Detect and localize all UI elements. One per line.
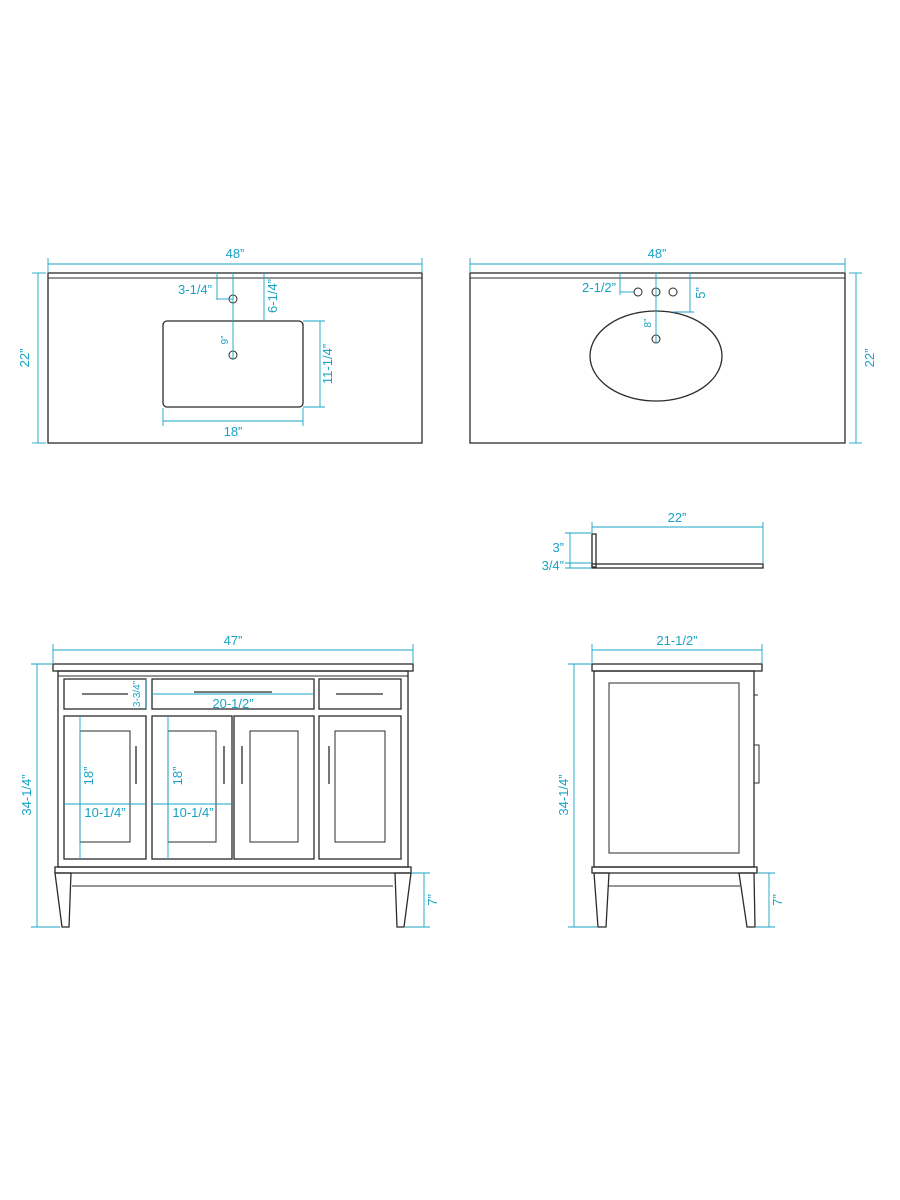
shelf-width-left-label: 10-1/4” [84, 805, 125, 820]
faucet-spacing-label: 2-1/2” [582, 280, 616, 295]
door-1-panel [79, 730, 131, 843]
side-panel [608, 682, 740, 854]
backsplash-profile: 22” 3” 3/4” [542, 510, 764, 573]
bowl-width-label: 18” [224, 424, 243, 439]
dim-faucet-setback: 5” [673, 272, 708, 313]
dim-height: 3” 3/4” [542, 532, 591, 573]
leg-front [738, 872, 756, 928]
dim-bowl-width: 18” [162, 408, 304, 439]
countertop-outline [47, 272, 423, 444]
base-plinth [591, 866, 758, 874]
depth-label: 22” [17, 349, 32, 368]
dim-bowl-depth: 11-1/4” [303, 320, 335, 408]
dim-shelf-width-center: 10-1/4” [152, 803, 232, 820]
center-drawer-width-label: 20-1/2” [212, 696, 253, 711]
door-2-panel [167, 730, 217, 843]
shelf-width-center-label: 10-1/4” [172, 805, 213, 820]
dim-door-height-left: 18” [79, 716, 96, 859]
dim-leg-height: 7” [405, 872, 440, 928]
door-handle-side [753, 744, 760, 784]
leg-height-label: 7” [425, 894, 440, 906]
dim-width: 48” [469, 246, 846, 272]
faucet-setback-label: 5” [693, 287, 708, 299]
backsplash-body [591, 533, 597, 568]
cabinet-body [593, 670, 755, 868]
front-view: 47” 34-1/4” 3-3/4” 20-1/2” 18” 18” 10-1/… [19, 633, 440, 928]
door-height-left-label: 18” [81, 767, 96, 786]
dim-faucet-spacing: 2-1/2” [582, 272, 657, 343]
top-view-oval-sink: 48” 22” 2-1/2” 5” 8” [469, 246, 877, 444]
leg-back [593, 872, 610, 928]
faucet-to-bowl-label: 6-1/4” [265, 279, 280, 313]
door-3-panel [249, 730, 299, 843]
dim-width: 47” [52, 633, 414, 663]
dim-faucet-to-bowl: 6-1/4” [263, 272, 280, 321]
leg-left [54, 872, 72, 928]
dim-door-height-center: 18” [167, 716, 185, 859]
height-label: 34-1/4” [556, 774, 571, 815]
base-plinth [54, 866, 412, 874]
door-4-panel [334, 730, 386, 843]
countertop [591, 663, 763, 672]
door-1 [63, 715, 147, 860]
drain-depth-label: 9” [220, 336, 231, 345]
dim-drawer-height: 3-3/4” [132, 679, 147, 709]
dim-depth: 22” [17, 272, 46, 444]
faucet-hole-left-icon [633, 287, 643, 297]
height-label: 34-1/4” [19, 774, 34, 815]
drawer-height-label: 3-3/4” [132, 681, 143, 707]
bowl-depth-label: 11-1/4” [320, 344, 335, 384]
top-view-rect-sink: 48” 22” 3-1/4” 6-1/4” 9” 11-1/4” [17, 246, 423, 444]
dim-width: 48” [47, 246, 423, 272]
dim-leg-height: 7” [756, 872, 785, 928]
countertop-slab [591, 563, 764, 569]
door-3 [233, 715, 315, 860]
width-label: 47” [224, 633, 243, 648]
dim-depth: 22” [849, 272, 877, 444]
faucet-offset-label: 3-1/4” [178, 282, 212, 297]
drawer-right [318, 678, 402, 710]
leg-height-label: 7” [770, 894, 785, 906]
dim-shelf-width-left: 10-1/4” [64, 803, 146, 820]
dim-center-drawer-width: 20-1/2” [152, 693, 314, 711]
width-label: 48” [648, 246, 667, 261]
door-2 [151, 715, 233, 860]
depth-label: 22” [862, 349, 877, 368]
dim-faucet-offset: 3-1/4” [178, 272, 234, 360]
door-height-center-label: 18” [170, 767, 185, 786]
width-label: 48” [226, 246, 245, 261]
countertop-outline [469, 272, 846, 444]
dim-depth: 22” [591, 510, 764, 563]
depth-label: 22” [668, 510, 687, 525]
door-4 [318, 715, 402, 860]
side-view: 21-1/2” 34-1/4” 7” [556, 633, 785, 928]
dim-height: 34-1/4” [19, 663, 60, 928]
dim-depth: 21-1/2” [591, 633, 763, 663]
depth-label: 21-1/2” [656, 633, 697, 648]
leg-right [394, 872, 412, 928]
thickness-label: 3/4” [542, 558, 564, 573]
drain-depth-label: 8” [643, 319, 654, 328]
faucet-hole-right-icon [668, 287, 678, 297]
countertop [52, 663, 414, 672]
height-label: 3” [552, 540, 564, 555]
dim-height: 34-1/4” [556, 663, 597, 928]
